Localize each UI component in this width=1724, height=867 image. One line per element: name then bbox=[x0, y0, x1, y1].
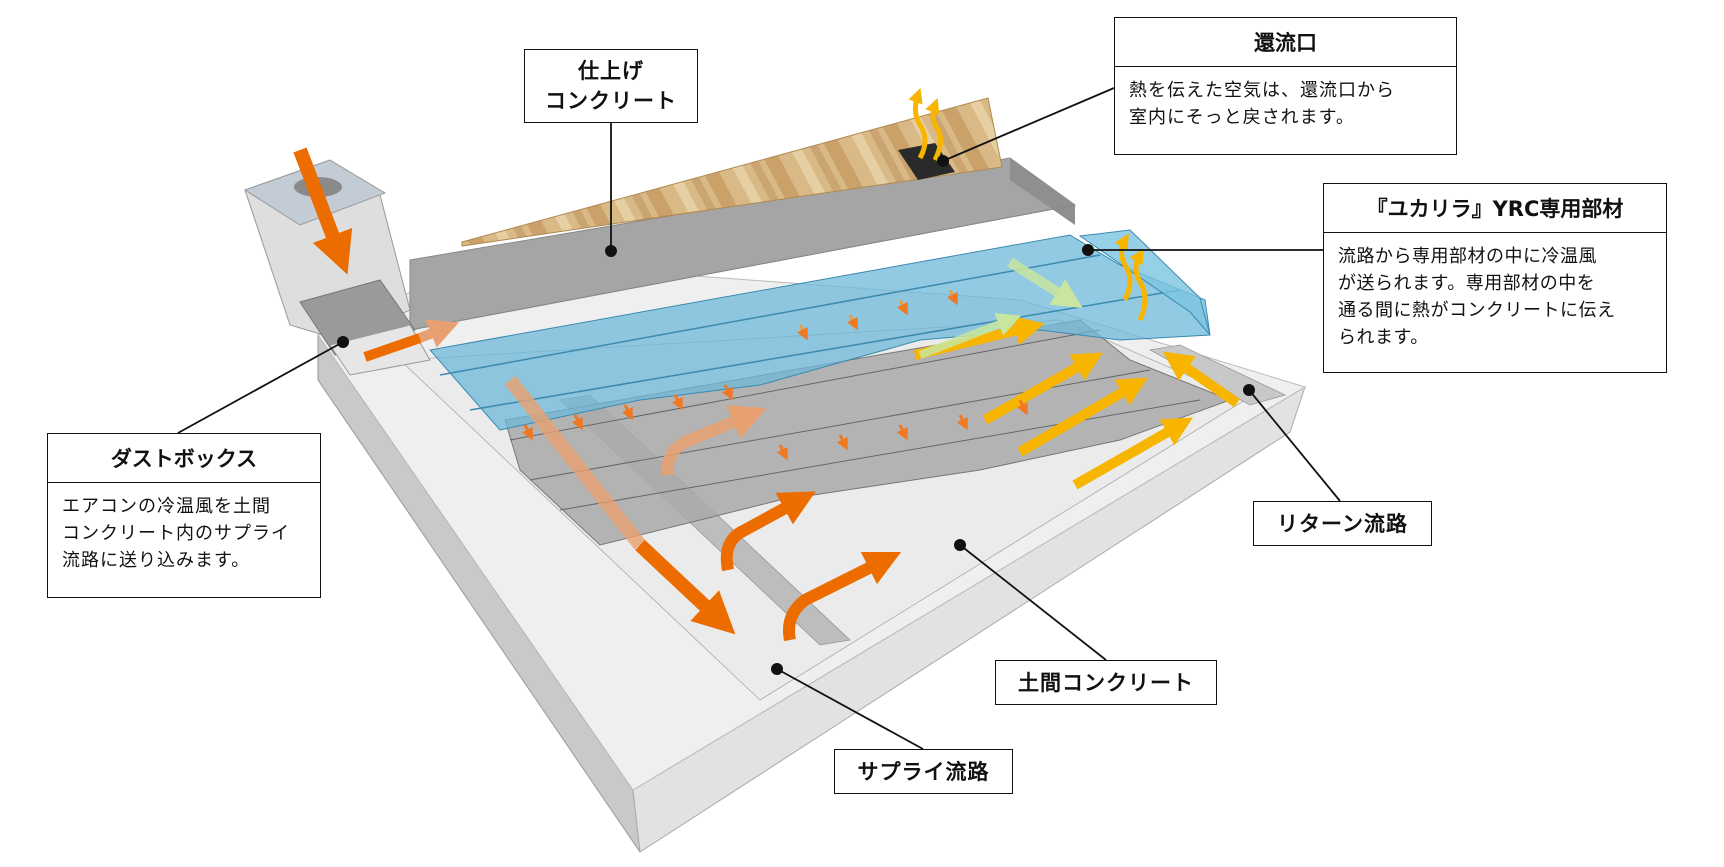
supply-branch-arrow-1 bbox=[661, 405, 767, 476]
dot-earth-concrete bbox=[954, 539, 966, 551]
outlet-arrows bbox=[521, 289, 1028, 461]
leader-lines bbox=[177, 87, 1341, 750]
callout-line: コンクリート内のサプライ bbox=[62, 523, 290, 544]
return-arrow-2 bbox=[982, 352, 1104, 425]
callout-yrc-member-body: 流路から専用部材の中に冷温風 が送られます。専用部材の中を 通る間に熱がコンクリ… bbox=[1324, 233, 1666, 351]
callout-dust-box-body: エアコンの冷温風を土間 コンクリート内のサプライ 流路に送り込みます。 bbox=[48, 483, 320, 574]
callout-yrc-member-title: 『ユカリラ』YRC専用部材 bbox=[1324, 184, 1666, 233]
callout-line: 熱を伝えた空気は、還流口から bbox=[1129, 80, 1395, 101]
return-arrow-4 bbox=[1072, 417, 1194, 490]
callout-line: エアコンの冷温風を土間 bbox=[62, 496, 271, 517]
callout-line: が送られます。専用部材の中を bbox=[1338, 273, 1596, 294]
label-finish-concrete: 仕上げ コンクリート bbox=[524, 49, 698, 123]
callout-line: 室内にそっと戻されます。 bbox=[1129, 107, 1355, 128]
dot-supply-channel bbox=[771, 663, 783, 675]
dust-outlet-arrow bbox=[363, 333, 422, 362]
callout-yrc-member: 『ユカリラ』YRC専用部材 流路から専用部材の中に冷温風 が送られます。専用部材… bbox=[1323, 183, 1667, 373]
callout-return-vent-body: 熱を伝えた空気は、還流口から 室内にそっと戻されます。 bbox=[1115, 67, 1456, 131]
label-return-channel: リターン流路 bbox=[1253, 501, 1432, 546]
leader-dust-box bbox=[177, 341, 344, 434]
dot-yrc bbox=[1082, 244, 1094, 256]
dot-finish-concrete bbox=[605, 245, 617, 257]
leader-return-channel bbox=[1248, 389, 1341, 502]
leader-supply-channel bbox=[776, 668, 924, 750]
dot-dust-box bbox=[337, 336, 349, 348]
supply-main-arrow bbox=[635, 539, 736, 635]
label-earth-concrete: 土間コンクリート bbox=[995, 660, 1217, 705]
leader-return-vent bbox=[942, 87, 1115, 162]
callout-return-vent-title: 還流口 bbox=[1115, 18, 1456, 67]
return-channel-arrow bbox=[1162, 351, 1240, 408]
label-finish-concrete-line: 仕上げ bbox=[578, 59, 644, 83]
supply-branch-arrow-2 bbox=[720, 491, 816, 572]
finish-concrete bbox=[409, 157, 1077, 331]
yrc-member bbox=[429, 229, 1211, 431]
inner-flow-arrow-1 bbox=[1007, 257, 1083, 309]
leader-earth-concrete bbox=[959, 544, 1107, 661]
return-arrow-3 bbox=[1017, 377, 1148, 457]
dust-outlet-arrow-faint bbox=[418, 319, 459, 348]
inner-flow-arrow-2 bbox=[918, 313, 1022, 359]
vent-arrow-2 bbox=[925, 97, 943, 162]
callout-line: 通る間に熱がコンクリートに伝え bbox=[1338, 300, 1616, 321]
vent-arrow-1 bbox=[908, 87, 928, 160]
callout-return-vent: 還流口 熱を伝えた空気は、還流口から 室内にそっと戻されます。 bbox=[1114, 17, 1457, 155]
callout-dust-box: ダストボックス エアコンの冷温風を土間 コンクリート内のサプライ 流路に送り込み… bbox=[47, 433, 321, 598]
supply-branch-arrow-3 bbox=[783, 551, 902, 642]
yrc-vent-arrow-1 bbox=[1114, 233, 1133, 302]
callout-line: られます。 bbox=[1338, 327, 1429, 348]
label-supply-channel: サプライ流路 bbox=[834, 749, 1013, 794]
dust-inlet-arrow bbox=[293, 147, 353, 275]
wood-floor bbox=[461, 97, 1003, 247]
supply-main-arrow-faint bbox=[504, 375, 646, 550]
dot-return-channel bbox=[1243, 384, 1255, 396]
airflow-arrows bbox=[293, 87, 1240, 642]
callout-dust-box-title: ダストボックス bbox=[48, 434, 320, 483]
leader-dots bbox=[337, 155, 1255, 675]
yrc-vent-arrow-2 bbox=[1129, 248, 1148, 322]
callout-line: 流路から専用部材の中に冷温風 bbox=[1338, 246, 1597, 267]
label-finish-concrete-line: コンクリート bbox=[545, 89, 677, 113]
callout-line: 流路に送り込みます。 bbox=[62, 550, 251, 571]
dot-return-vent bbox=[937, 155, 949, 167]
